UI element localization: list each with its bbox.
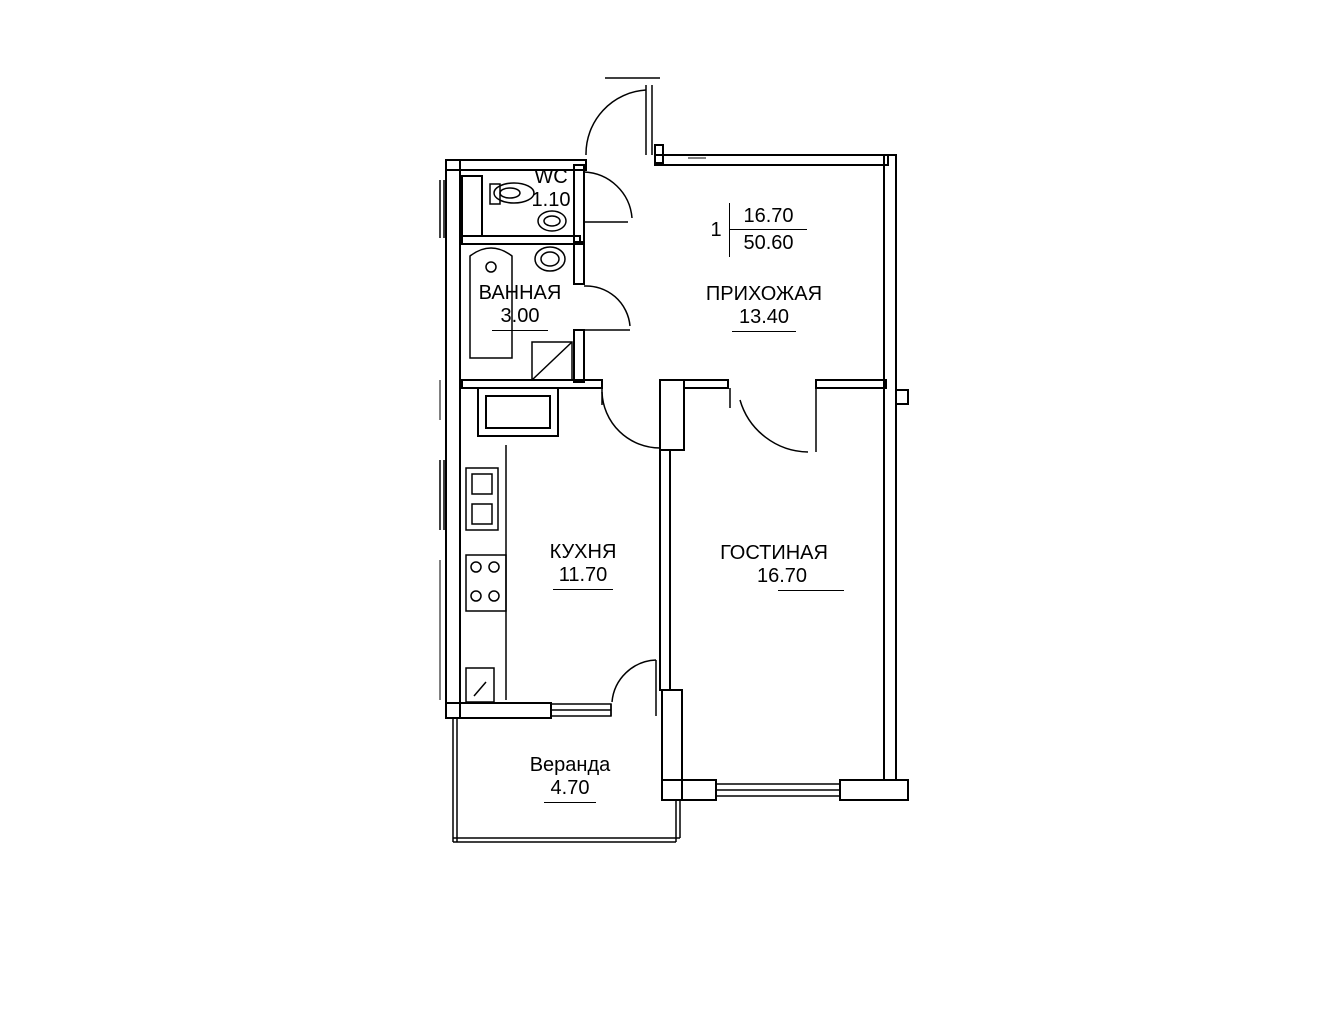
room-name: ПРИХОЖАЯ	[705, 283, 823, 305]
room-label-wc: WC 1.10	[522, 166, 580, 212]
living-area-value: 16.70	[730, 203, 807, 230]
room-label-living-room: ГОСТИНАЯ 16.70	[704, 542, 844, 591]
windows	[439, 180, 841, 797]
area-underline	[544, 802, 596, 803]
room-count: 1	[703, 203, 730, 257]
doors	[583, 77, 817, 716]
fixtures	[465, 182, 573, 703]
area-underline	[778, 590, 844, 591]
interior-walls	[461, 164, 887, 691]
room-label-hallway: ПРИХОЖАЯ 13.40	[682, 283, 846, 332]
room-name: ВАННАЯ	[478, 282, 562, 304]
room-area: 16.70	[756, 565, 808, 587]
area-underline	[553, 589, 613, 590]
markers	[439, 157, 706, 700]
room-name: ГОСТИНАЯ	[720, 542, 828, 564]
room-area: 11.70	[558, 564, 608, 586]
room-name: WC	[534, 166, 568, 188]
area-summary-box: 1 16.70 50.60	[703, 203, 807, 257]
total-area-value: 50.60	[743, 232, 794, 254]
room-area: 4.70	[550, 777, 590, 799]
room-label-kitchen: КУХНЯ 11.70	[530, 541, 636, 590]
veranda-railing	[452, 718, 681, 843]
room-name: КУХНЯ	[549, 541, 617, 563]
area-underline	[492, 330, 548, 331]
room-label-veranda: Веранда 4.70	[506, 754, 634, 803]
room-area: 13.40	[738, 306, 790, 328]
room-area: 3.00	[500, 305, 540, 327]
area-underline	[732, 331, 796, 332]
room-label-bathroom: ВАННАЯ 3.00	[462, 282, 578, 331]
room-area: 1.10	[531, 189, 571, 211]
room-name: Веранда	[529, 754, 611, 776]
